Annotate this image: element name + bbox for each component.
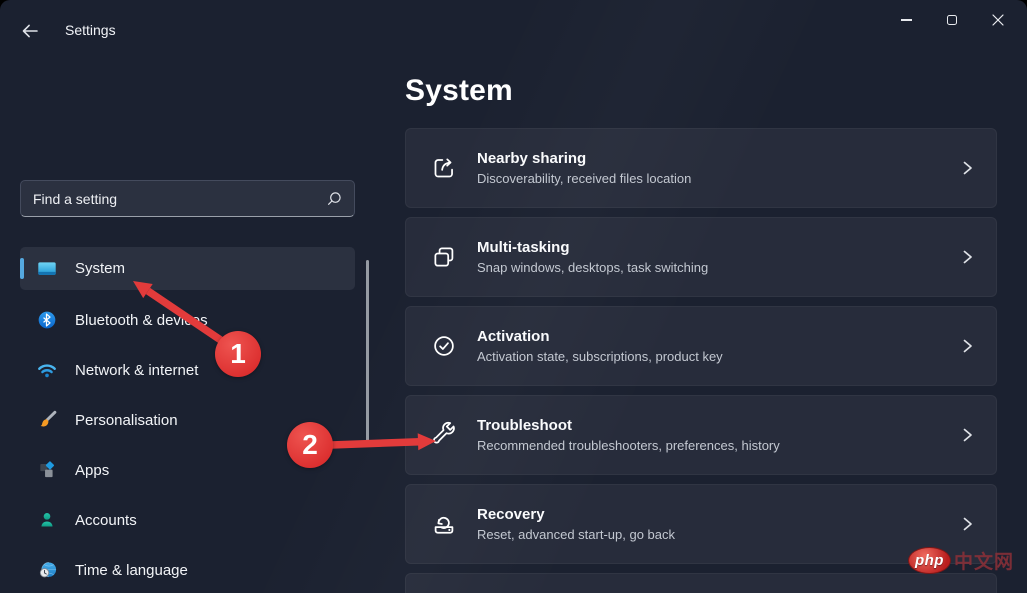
card-subtitle: Discoverability, received files location	[477, 171, 692, 186]
annotation-step-2: 2	[287, 422, 333, 468]
bluetooth-icon	[35, 308, 59, 332]
card-activation[interactable]: Activation Activation state, subscriptio…	[405, 306, 997, 386]
card-recovery[interactable]: Recovery Reset, advanced start-up, go ba…	[405, 484, 997, 564]
watermark: php 中文网	[907, 547, 1014, 574]
card-troubleshoot[interactable]: Troubleshoot Recommended troubleshooters…	[405, 395, 997, 475]
minimize-icon	[900, 19, 912, 21]
personalisation-icon	[35, 408, 59, 432]
accounts-icon	[35, 508, 59, 532]
sidebar-item-personalisation[interactable]: Personalisation	[20, 398, 355, 442]
sidebar-item-label: System	[75, 260, 126, 277]
chevron-right-icon	[960, 426, 974, 444]
search-input[interactable]: Find a setting	[20, 180, 355, 217]
sidebar-item-label: Personalisation	[75, 411, 178, 429]
card-title: Recovery	[477, 506, 545, 523]
recovery-icon	[429, 509, 459, 539]
minimize-button[interactable]	[883, 0, 929, 40]
sidebar-scrollbar[interactable]	[366, 260, 369, 444]
activation-icon	[429, 331, 459, 361]
sidebar-item-label: Apps	[75, 461, 110, 479]
card-subtitle: Activation state, subscriptions, product…	[477, 349, 723, 364]
maximize-icon	[947, 15, 957, 25]
card-subtitle: Recommended troubleshooters, preferences…	[477, 438, 780, 453]
card-subtitle: Snap windows, desktops, task switching	[477, 260, 709, 275]
sidebar-item-label: Bluetooth & devices	[75, 311, 208, 329]
sidebar-item-apps[interactable]: Apps	[20, 448, 355, 492]
card-partial-next[interactable]	[405, 573, 997, 593]
system-icon	[35, 257, 59, 281]
sidebar-item-time-language[interactable]: Time & language	[20, 548, 355, 592]
card-title: Troubleshoot	[477, 417, 572, 434]
card-subtitle: Reset, advanced start-up, go back	[477, 527, 676, 542]
chevron-right-icon	[960, 337, 974, 355]
card-title: Nearby sharing	[477, 150, 587, 167]
chevron-right-icon	[960, 159, 974, 177]
troubleshoot-icon	[429, 420, 459, 450]
nearby-sharing-icon	[429, 153, 459, 183]
card-title: Multi-tasking	[477, 239, 570, 256]
page-title: System	[405, 74, 513, 107]
back-button[interactable]	[12, 13, 48, 49]
network-icon	[35, 358, 59, 382]
sidebar-item-accounts[interactable]: Accounts	[20, 498, 355, 542]
watermark-text: 中文网	[953, 552, 1014, 573]
search-placeholder: Find a setting	[33, 190, 118, 207]
maximize-button[interactable]	[929, 0, 975, 40]
sidebar-item-bluetooth-devices[interactable]: Bluetooth & devices	[20, 298, 355, 342]
chevron-right-icon	[960, 248, 974, 266]
close-icon	[992, 14, 1004, 26]
sidebar-item-system[interactable]: System	[20, 247, 355, 290]
window-title: Settings	[65, 22, 116, 38]
selected-indicator	[20, 258, 24, 279]
time-language-icon	[35, 558, 59, 582]
apps-icon	[35, 458, 59, 482]
search-icon	[326, 191, 342, 207]
multi-tasking-icon	[429, 242, 459, 272]
card-nearby-sharing[interactable]: Nearby sharing Discoverability, received…	[405, 128, 997, 208]
php-logo-icon: php	[907, 547, 951, 574]
card-multi-tasking[interactable]: Multi-tasking Snap windows, desktops, ta…	[405, 217, 997, 297]
sidebar-item-label: Accounts	[75, 511, 137, 529]
annotation-step-1: 1	[215, 331, 261, 377]
sidebar-item-label: Time & language	[75, 561, 188, 579]
window-controls	[883, 0, 1021, 40]
close-button[interactable]	[975, 0, 1021, 40]
chevron-right-icon	[960, 515, 974, 533]
sidebar-item-label: Network & internet	[75, 361, 199, 379]
card-title: Activation	[477, 328, 550, 345]
sidebar-item-network-internet[interactable]: Network & internet	[20, 348, 355, 392]
back-arrow-icon	[20, 21, 40, 41]
